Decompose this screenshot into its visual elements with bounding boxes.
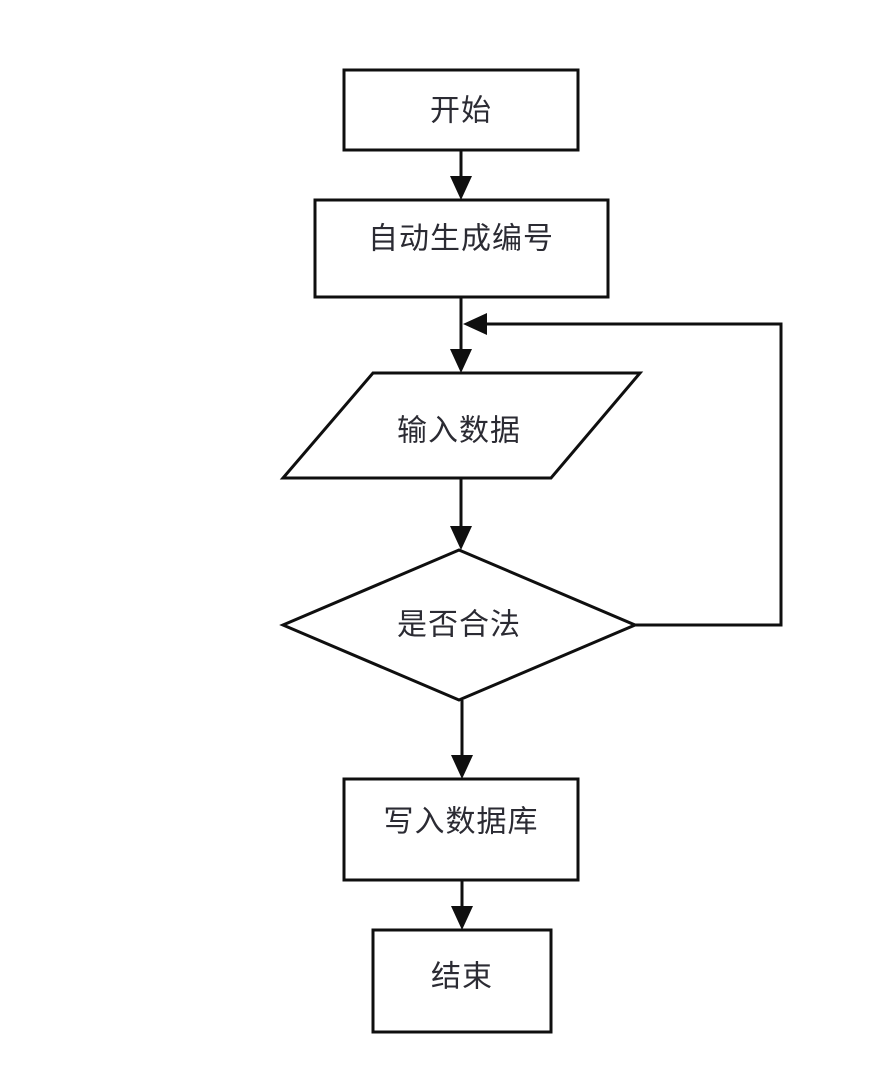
arrow-head-icon: [463, 313, 487, 335]
node-input-data-shape[interactable]: [279, 371, 644, 480]
node-end-shape[interactable]: [371, 928, 553, 1034]
node-is-valid-shape[interactable]: [279, 548, 639, 702]
edge-input-to-decision: [450, 478, 472, 550]
node-auto-number-shape[interactable]: [313, 198, 610, 299]
arrow-head-icon: [451, 906, 473, 930]
edge-line: [480, 322, 783, 627]
node-start-label: 开始: [430, 94, 492, 129]
arrow-head-icon: [450, 526, 472, 550]
edge-auto-number-to-input: [450, 297, 472, 373]
node-end-label: 结束: [431, 960, 493, 995]
node-input-data-label: 输入数据: [397, 414, 521, 449]
node-auto-number[interactable]: 自动生成编号: [313, 198, 610, 299]
arrow-head-icon: [451, 755, 473, 779]
node-start-shape[interactable]: [342, 68, 580, 152]
node-end[interactable]: 结束: [371, 928, 553, 1034]
node-start[interactable]: 开始: [342, 68, 580, 152]
edge-write-db-to-end: [451, 880, 473, 930]
edge-start-to-auto-number: [450, 150, 472, 200]
node-input-data[interactable]: 输入数据: [279, 371, 644, 480]
node-auto-number-label: 自动生成编号: [368, 222, 554, 257]
node-write-db-shape[interactable]: [342, 777, 580, 882]
edge-decision-loop-back-to-input: [463, 313, 783, 627]
node-write-db[interactable]: 写入数据库: [342, 777, 580, 882]
edge-decision-to-write-db: [451, 700, 473, 779]
node-write-db-label: 写入数据库: [384, 805, 539, 840]
node-is-valid[interactable]: 是否合法: [279, 548, 639, 702]
arrow-head-icon: [450, 176, 472, 200]
node-is-valid-label: 是否合法: [397, 608, 521, 643]
arrow-head-icon: [450, 349, 472, 373]
